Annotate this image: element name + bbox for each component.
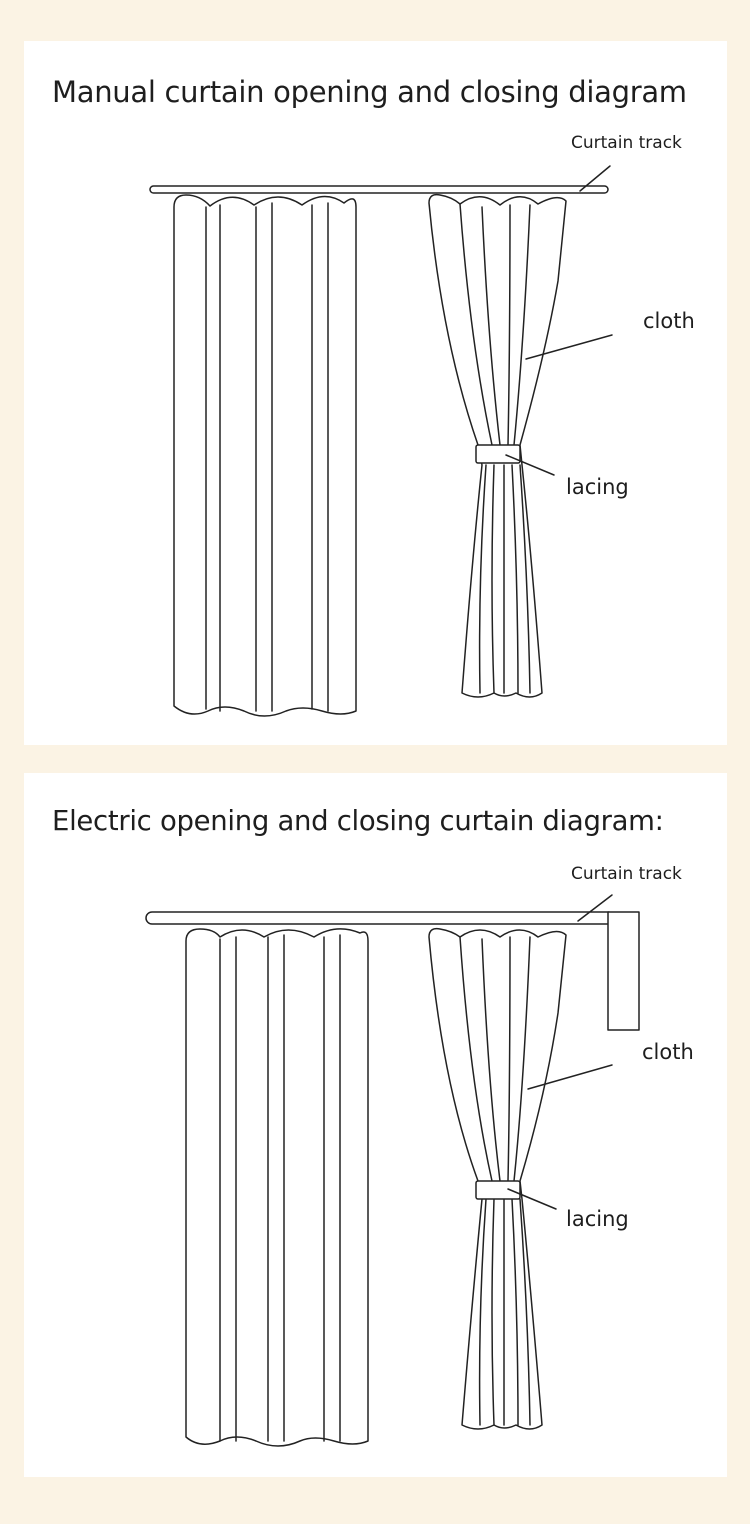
cloth-label: cloth	[642, 1040, 694, 1064]
right-curtain-panel	[429, 929, 566, 1429]
curtain-motor	[608, 912, 639, 1030]
left-curtain-panel	[186, 929, 368, 1446]
curtain-track-label: Curtain track	[571, 133, 682, 153]
lacing-tie	[476, 1181, 520, 1199]
lacing-tie	[476, 445, 520, 463]
manual-diagram-panel: Manual curtain opening and closing diagr…	[24, 41, 727, 745]
curtain-track	[150, 186, 608, 193]
curtain-track	[146, 912, 614, 924]
lacing-leader-line	[506, 455, 554, 475]
right-curtain-panel	[429, 195, 566, 697]
cloth-leader-line	[528, 1065, 612, 1089]
cloth-label: cloth	[643, 309, 695, 333]
lacing-label: lacing	[566, 1207, 629, 1231]
cloth-leader-line	[526, 335, 612, 359]
electric-diagram-panel: Electric opening and closing curtain dia…	[24, 773, 727, 1477]
curtain-track-label: Curtain track	[571, 864, 682, 884]
left-curtain-panel	[174, 195, 356, 716]
lacing-label: lacing	[566, 475, 629, 499]
